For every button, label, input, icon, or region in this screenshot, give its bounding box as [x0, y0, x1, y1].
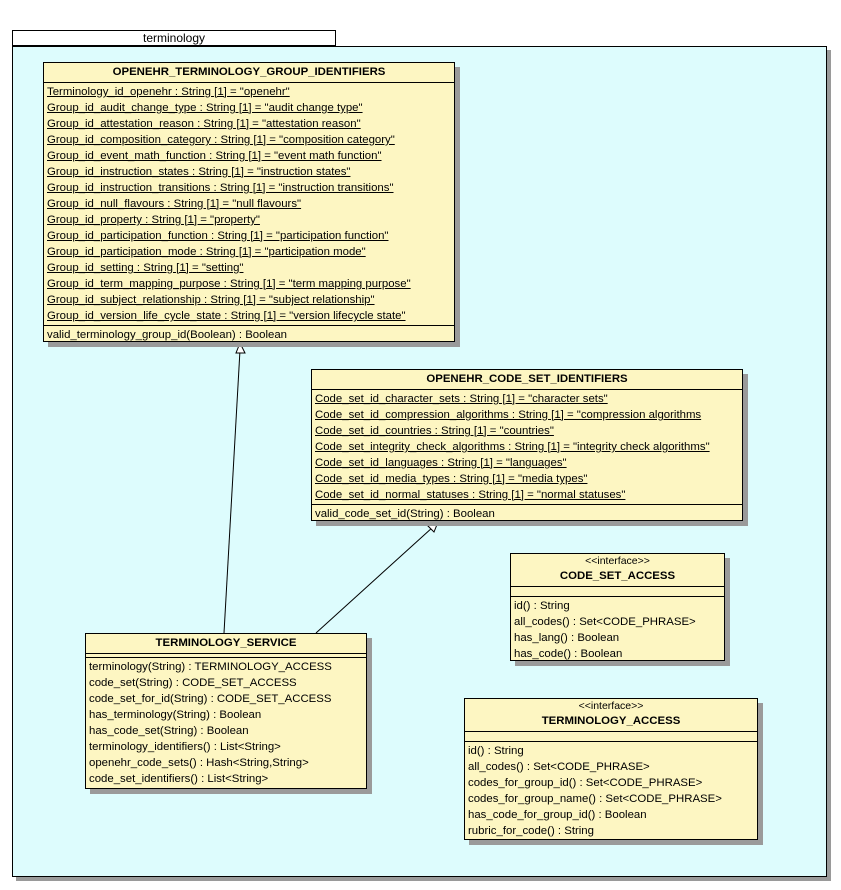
- attribute: Code_set_integrity_check_algorithms : St…: [315, 441, 710, 453]
- attribute: Group_id_property : String [1] = "proper…: [47, 214, 260, 226]
- interface-terminology-access[interactable]: <<interface>> TERMINOLOGY_ACCESS id() : …: [464, 698, 758, 840]
- attribute: Code_set_id_normal_statuses : String [1]…: [315, 489, 626, 501]
- attribute: Group_id_term_mapping_purpose : String […: [47, 278, 411, 290]
- attribute: Code_set_id_compression_algorithms : Str…: [315, 409, 702, 421]
- operation: id() : String: [514, 600, 570, 612]
- operation: terminology_identifiers() : List<String>: [89, 741, 281, 753]
- operation: has_code() : Boolean: [514, 648, 623, 660]
- package-name: terminology: [142, 31, 206, 45]
- class-terminology-group-identifiers[interactable]: OPENEHR_TERMINOLOGY_GROUP_IDENTIFIERS Te…: [43, 62, 455, 342]
- attribute: Group_id_null_flavours : String [1] = "n…: [47, 198, 302, 210]
- operation: rubric_for_code() : String: [468, 825, 594, 837]
- inheritance-line-code-set-ids: [315, 526, 434, 634]
- operation: valid_terminology_group_id(Boolean) : Bo…: [47, 329, 287, 341]
- operation: all_codes() : Set<CODE_PHRASE>: [468, 761, 650, 773]
- attributes-compartment: [86, 654, 366, 658]
- class-name: OPENEHR_TERMINOLOGY_GROUP_IDENTIFIERS: [112, 66, 386, 78]
- attribute: Code_set_id_media_types : String [1] = "…: [315, 473, 588, 485]
- attribute: Code_set_id_countries : String [1] = "co…: [315, 425, 554, 437]
- stereotype-label: <<interface>>: [578, 700, 644, 712]
- class-name: OPENEHR_CODE_SET_IDENTIFIERS: [426, 373, 628, 385]
- operation: has_lang() : Boolean: [514, 632, 620, 644]
- operation: has_code_for_group_id() : Boolean: [468, 809, 647, 821]
- attribute: Group_id_composition_category : String […: [47, 134, 395, 146]
- attributes-compartment: [511, 587, 724, 597]
- attribute: Group_id_participation_function : String…: [47, 230, 389, 242]
- class-name: TERMINOLOGY_SERVICE: [155, 637, 297, 649]
- attribute: Group_id_audit_change_type : String [1] …: [47, 102, 363, 114]
- operations-compartment: valid_code_set_id(String) : Boolean: [312, 505, 742, 523]
- inheritance-line-group-ids: [223, 349, 241, 634]
- attribute: Group_id_instruction_states : String [1]…: [47, 166, 351, 178]
- attribute: Terminology_id_openehr : String [1] = "o…: [47, 86, 290, 98]
- operation: valid_code_set_id(String) : Boolean: [315, 508, 495, 520]
- attribute: Code_set_id_languages : String [1] = "la…: [315, 457, 567, 469]
- attributes-compartment: Code_set_id_character_sets : String [1] …: [312, 390, 742, 505]
- interface-code-set-access[interactable]: <<interface>> CODE_SET_ACCESS id() : Str…: [510, 553, 725, 661]
- attribute: Group_id_participation_mode : String [1]…: [47, 246, 366, 258]
- operations-compartment: id() : String all_codes() : Set<CODE_PHR…: [465, 742, 757, 840]
- attribute: Group_id_instruction_transitions : Strin…: [47, 182, 394, 194]
- attributes-compartment: Terminology_id_openehr : String [1] = "o…: [44, 83, 454, 326]
- operation: code_set_for_id(String) : CODE_SET_ACCES…: [89, 693, 332, 705]
- operation: codes_for_group_id() : Set<CODE_PHRASE>: [468, 777, 703, 789]
- class-name: TERMINOLOGY_ACCESS: [541, 715, 681, 727]
- attribute: Group_id_subject_relationship : String […: [47, 294, 375, 306]
- attribute: Group_id_version_life_cycle_state : Stri…: [47, 310, 406, 322]
- attributes-compartment: [465, 732, 757, 742]
- attribute: Group_id_event_math_function : String [1…: [47, 150, 382, 162]
- operation: code_set(String) : CODE_SET_ACCESS: [89, 677, 297, 689]
- operation: codes_for_group_name() : Set<CODE_PHRASE…: [468, 793, 722, 805]
- class-terminology-service[interactable]: TERMINOLOGY_SERVICE terminology(String) …: [85, 633, 367, 789]
- operation: all_codes() : Set<CODE_PHRASE>: [514, 616, 696, 628]
- operations-compartment: valid_terminology_group_id(Boolean) : Bo…: [44, 326, 454, 344]
- operation: has_terminology(String) : Boolean: [89, 709, 262, 721]
- operation: code_set_identifiers() : List<String>: [89, 773, 269, 785]
- operations-compartment: id() : String all_codes() : Set<CODE_PHR…: [511, 597, 724, 663]
- operation: openehr_code_sets() : Hash<String,String…: [89, 757, 309, 769]
- operation: terminology(String) : TERMINOLOGY_ACCESS: [89, 661, 332, 673]
- class-name: CODE_SET_ACCESS: [559, 570, 676, 582]
- operation: id() : String: [468, 745, 524, 757]
- operation: has_code_set(String) : Boolean: [89, 725, 249, 737]
- attribute: Group_id_setting : String [1] = "setting…: [47, 262, 244, 274]
- class-code-set-identifiers[interactable]: OPENEHR_CODE_SET_IDENTIFIERS Code_set_id…: [311, 369, 743, 521]
- stereotype-label: <<interface>>: [585, 555, 650, 567]
- package-tab: terminology: [12, 30, 336, 46]
- attribute: Code_set_id_character_sets : String [1] …: [315, 393, 608, 405]
- attribute: Group_id_attestation_reason : String [1]…: [47, 118, 361, 130]
- inheritance-arrowhead-group-ids: [235, 341, 246, 354]
- operations-compartment: terminology(String) : TERMINOLOGY_ACCESS…: [86, 658, 366, 788]
